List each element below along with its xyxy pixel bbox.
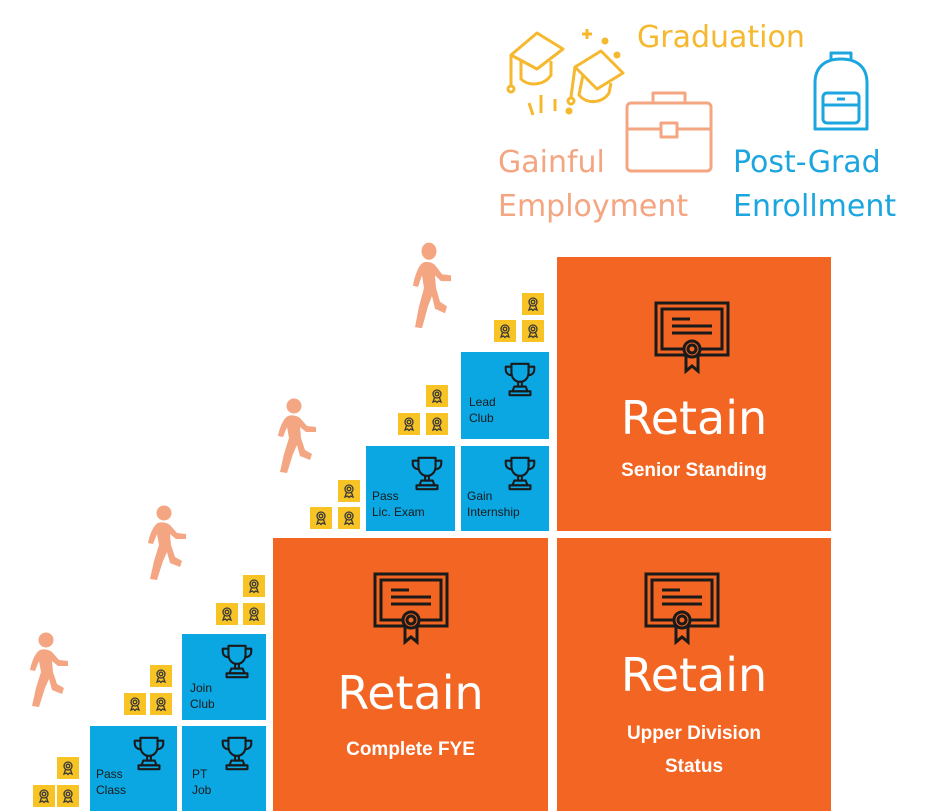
task-pt-job: PT Job [182,726,266,811]
task-pass-exam-line1: Pass [372,489,399,503]
award-badge [124,693,146,715]
award-badge [57,785,79,807]
milestone-upper-division-subtitle-line2: Status [664,756,724,777]
certificate-icon [642,568,722,648]
task-gain-internship-line2: Internship [467,505,520,519]
trophy-icon [501,360,539,398]
walking-person-icon [405,242,455,334]
award-badge [338,507,360,529]
award-badge [426,385,448,407]
award-badge [522,293,544,315]
goal-postgrad-line1: Post-Grad [733,145,881,180]
trophy-icon [218,734,256,772]
goal-postgrad-line2: Enrollment [733,189,897,224]
goal-employment-line2: Employment [498,189,689,224]
trophy-icon [408,454,446,492]
award-badge [426,413,448,435]
task-pt-job-line2: Job [192,783,212,797]
milestone-complete-fye-subtitle: Complete FYE [346,739,475,760]
graduation-caps-icon [505,15,630,120]
task-join-club-line2: Club [190,697,215,711]
goal-postgrad-label: Post-Grad Enrollment [733,141,896,229]
briefcase-icon [623,83,715,177]
certificate-icon [652,297,732,377]
task-pass-exam: Pass Lic. Exam [366,446,455,531]
award-badge [522,320,544,342]
trophy-icon [501,454,539,492]
award-badge [150,693,172,715]
goal-employment-line1: Gainful [498,145,605,180]
milestone-senior-standing: Retain Senior Standing [557,257,831,531]
milestone-senior-standing-title: Retain [620,391,768,445]
task-gain-internship: Gain Internship [461,446,549,531]
award-badge [243,575,265,597]
backpack-icon [807,47,875,137]
award-badge [150,665,172,687]
milestone-senior-standing-subtitle: Senior Standing [621,460,767,481]
task-lead-club: Lead Club [461,352,549,439]
task-pass-exam-line2: Lic. Exam [372,505,425,519]
milestone-complete-fye: Retain Complete FYE [273,538,548,811]
walking-person-icon [270,398,320,478]
task-join-club: Join Club [182,634,266,720]
milestone-upper-division: Retain Upper Division Status [557,538,831,811]
award-badge [216,603,238,625]
award-badge [310,507,332,529]
milestone-complete-fye-title: Retain [337,666,484,720]
goal-employment-label: Gainful Employment [498,141,688,229]
milestone-upper-division-subtitle-line1: Upper Division [626,723,762,744]
goal-graduation-label: Graduation [637,20,805,55]
award-badge [494,320,516,342]
trophy-icon [130,734,168,772]
certificate-icon [371,568,451,648]
task-join-club-line1: Join [190,681,213,695]
task-pass-class-line2: Class [96,783,127,797]
walking-person-icon [22,632,72,712]
task-pass-class-line1: Pass [96,767,123,781]
task-lead-club-line2: Club [469,411,494,425]
award-badge [338,480,360,502]
trophy-icon [218,642,256,680]
task-pt-job-line1: PT [192,767,208,781]
milestone-upper-division-title: Retain [620,648,768,702]
award-badge [57,757,79,779]
walking-person-icon [140,505,190,585]
task-lead-club-line1: Lead [469,395,496,409]
task-pass-class: Pass Class [90,726,177,811]
award-badge [398,413,420,435]
award-badge [243,603,265,625]
task-gain-internship-line1: Gain [467,489,493,503]
award-badge [33,785,55,807]
